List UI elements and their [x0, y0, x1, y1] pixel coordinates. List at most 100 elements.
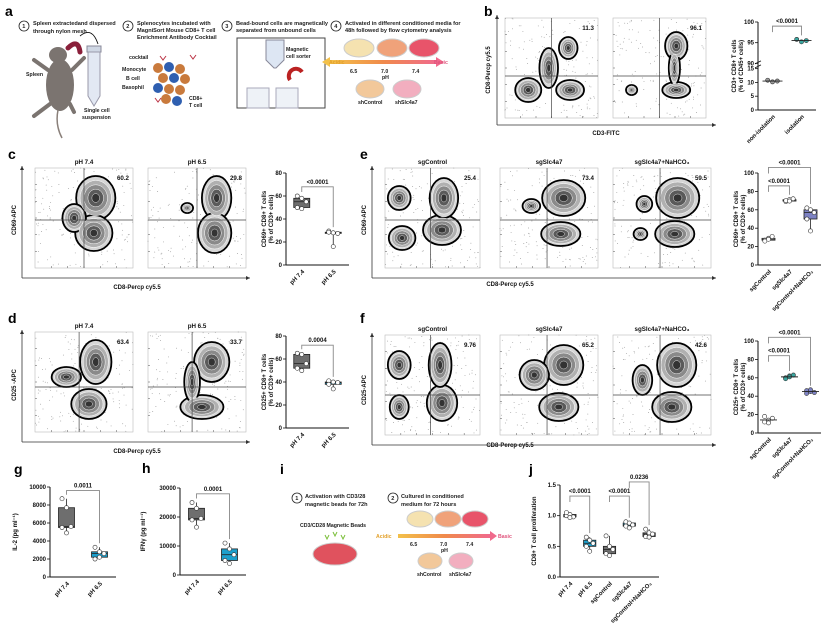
- event-dot: [693, 81, 695, 83]
- event-dot: [37, 376, 39, 378]
- event-dot: [653, 176, 655, 177]
- data-point: [583, 543, 589, 549]
- event-dot: [585, 430, 587, 432]
- event-dot: [706, 203, 708, 205]
- event-dot: [74, 172, 76, 173]
- step-text: Bead-bound cells are magnetically: [236, 21, 329, 27]
- event-dot: [648, 52, 650, 54]
- event-dot: [461, 396, 462, 398]
- event-dot: [698, 375, 700, 377]
- density-contour: [567, 87, 574, 93]
- event-dot: [590, 98, 592, 100]
- event-dot: [588, 63, 590, 65]
- event-dot: [647, 429, 649, 430]
- event-dot: [678, 337, 679, 339]
- event-dot: [49, 218, 51, 220]
- event-dot: [511, 94, 513, 96]
- event-dot: [589, 397, 591, 399]
- event-dot: [418, 368, 420, 370]
- event-dot: [71, 170, 73, 172]
- event-dot: [51, 364, 53, 366]
- event-dot: [182, 367, 184, 369]
- event-dot: [232, 220, 234, 222]
- event-dot: [419, 381, 420, 383]
- event-dot: [79, 429, 81, 431]
- event-dot: [571, 107, 573, 109]
- event-dot: [666, 98, 668, 100]
- data-point: [231, 552, 237, 558]
- event-dot: [59, 416, 61, 418]
- event-dot: [574, 71, 576, 73]
- event-dot: [699, 426, 701, 428]
- event-dot: [113, 401, 115, 403]
- event-dot: [73, 244, 75, 246]
- data-point: [610, 547, 616, 552]
- event-dot: [628, 400, 630, 402]
- group-pH 7.4: [188, 500, 205, 530]
- event-dot: [50, 209, 51, 211]
- event-dot: [631, 430, 633, 432]
- event-dot: [234, 240, 235, 242]
- density-contour: [670, 231, 679, 237]
- event-dot: [573, 66, 575, 68]
- event-dot: [462, 212, 463, 214]
- flow-plot-b-2: 96.1: [612, 17, 707, 119]
- x-category-label: pH 6.5: [321, 269, 338, 286]
- event-dot: [175, 373, 177, 375]
- quadrant-percentage: 33.7: [230, 339, 243, 346]
- event-dot: [616, 74, 618, 76]
- event-dot: [652, 81, 654, 82]
- event-dot: [195, 168, 197, 170]
- data-point: [299, 351, 305, 357]
- event-dot: [160, 399, 162, 400]
- event-dot: [182, 239, 184, 241]
- event-dot: [507, 391, 509, 393]
- event-dot: [581, 237, 583, 238]
- event-dot: [706, 337, 708, 339]
- event-dot: [38, 212, 40, 214]
- event-dot: [470, 420, 472, 422]
- event-dot: [569, 248, 571, 250]
- event-dot: [579, 218, 581, 220]
- event-dot: [515, 244, 517, 245]
- event-dot: [614, 240, 616, 242]
- event-dot: [118, 407, 120, 409]
- event-dot: [634, 430, 635, 432]
- event-dot: [527, 232, 529, 234]
- event-dot: [566, 109, 568, 111]
- event-dot: [520, 398, 522, 400]
- event-dot: [596, 116, 598, 118]
- event-dot: [647, 256, 649, 257]
- event-dot: [185, 188, 187, 190]
- event-dot: [468, 339, 470, 340]
- event-dot: [35, 197, 37, 199]
- event-dot: [656, 428, 658, 430]
- event-dot: [688, 98, 690, 100]
- event-dot: [531, 41, 533, 43]
- event-dot: [702, 264, 704, 266]
- event-dot: [641, 213, 643, 215]
- density-contour: [63, 374, 70, 380]
- dish-with-beads-illustration: [312, 531, 358, 566]
- event-dot: [506, 107, 508, 109]
- p-value-label: <0.0001: [776, 19, 799, 25]
- event-dot: [532, 71, 534, 73]
- event-dot: [428, 421, 430, 423]
- event-dot: [513, 407, 515, 409]
- mouse-icon: [32, 47, 86, 139]
- event-dot: [442, 250, 444, 252]
- event-dot: [181, 199, 183, 201]
- density-contour: [556, 231, 565, 237]
- event-dot: [400, 215, 402, 217]
- event-dot: [100, 419, 102, 421]
- acidic-label: Acidic: [376, 534, 392, 540]
- event-dot: [514, 249, 516, 251]
- event-dot: [632, 241, 634, 243]
- event-dot: [242, 210, 244, 212]
- event-dot: [515, 68, 517, 70]
- group-pH 6.5: [91, 544, 108, 562]
- event-dot: [701, 344, 703, 346]
- event-dot: [456, 357, 458, 359]
- event-dot: [240, 336, 242, 338]
